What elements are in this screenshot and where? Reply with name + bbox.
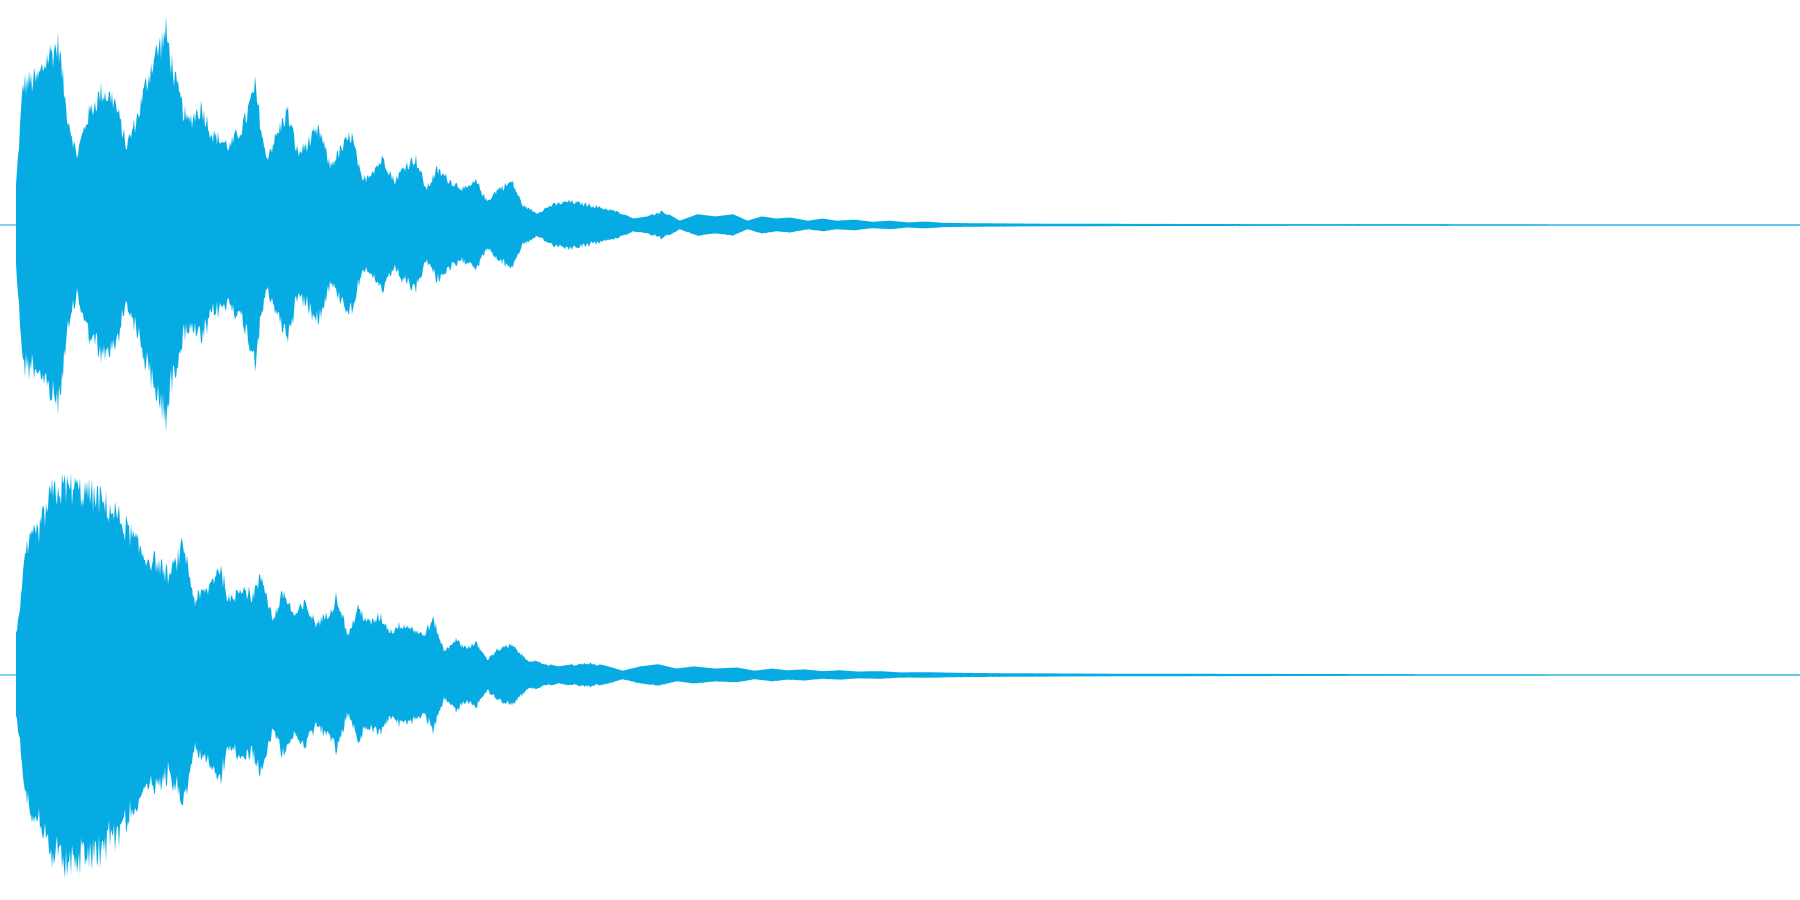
channel-2-track bbox=[0, 472, 1800, 879]
channel-2-waveform bbox=[16, 472, 1800, 879]
channel-1-track bbox=[0, 16, 1800, 433]
channel-1-waveform bbox=[16, 16, 1800, 433]
